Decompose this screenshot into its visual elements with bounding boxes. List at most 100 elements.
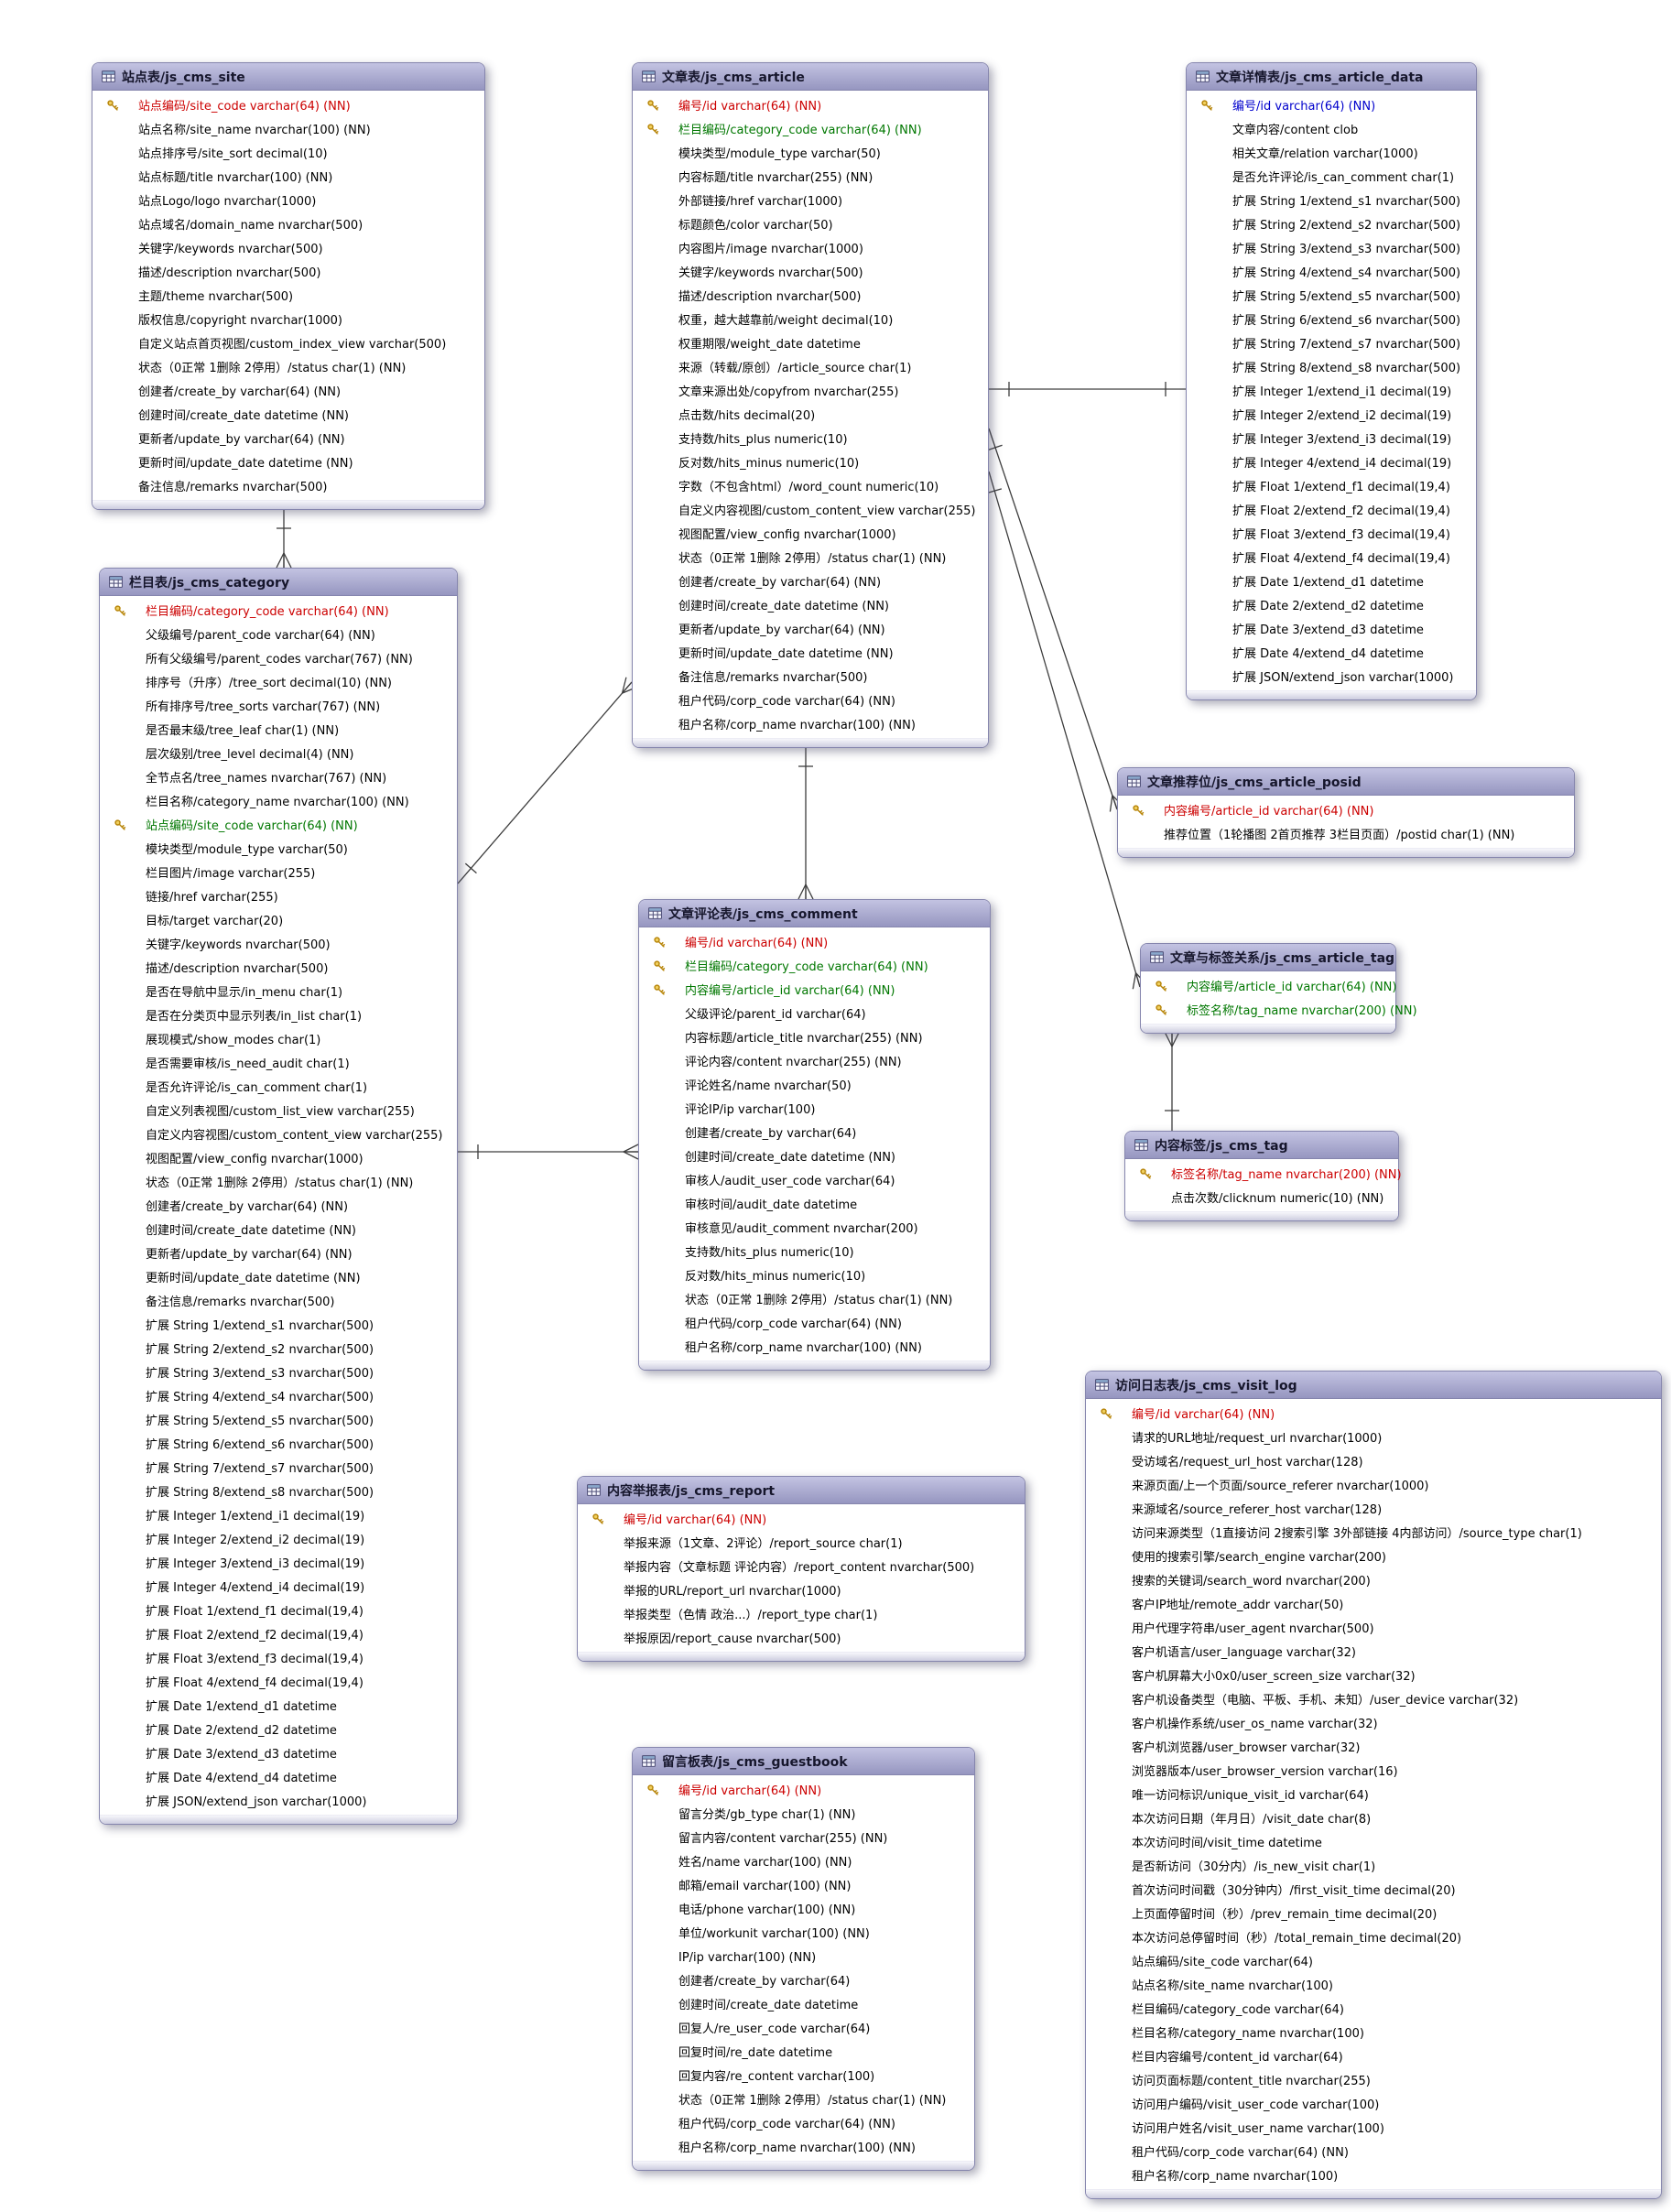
- field-row[interactable]: 客户机屏幕大小0x0/user_screen_size varchar(32): [1086, 1664, 1661, 1687]
- field-row[interactable]: 排序号（升序）/tree_sort decimal(10) (NN): [100, 670, 457, 694]
- field-row[interactable]: 扩展 Float 1/extend_f1 decimal(19,4): [1187, 474, 1476, 498]
- field-row[interactable]: 版权信息/copyright nvarchar(1000): [92, 308, 484, 331]
- field-row[interactable]: 扩展 String 7/extend_s7 nvarchar(500): [100, 1456, 457, 1480]
- field-row[interactable]: 扩展 String 8/extend_s8 nvarchar(500): [1187, 355, 1476, 379]
- field-row[interactable]: 编号/id varchar(64) (NN): [1187, 93, 1476, 117]
- field-row[interactable]: 状态（0正常 1删除 2停用）/status char(1) (NN): [92, 355, 484, 379]
- field-row[interactable]: 文章内容/content clob: [1187, 117, 1476, 141]
- entity-js_cms_report[interactable]: 内容举报表/js_cms_report 编号/id varchar(64) (N…: [577, 1476, 1025, 1662]
- entity-header[interactable]: 文章表/js_cms_article: [633, 63, 988, 91]
- field-row[interactable]: 是否需要审核/is_need_audit char(1): [100, 1051, 457, 1075]
- field-row[interactable]: 单位/workunit varchar(100) (NN): [633, 1921, 974, 1945]
- field-row[interactable]: 扩展 Float 3/extend_f3 decimal(19,4): [100, 1646, 457, 1670]
- field-row[interactable]: 扩展 Integer 2/extend_i2 decimal(19): [1187, 403, 1476, 427]
- field-row[interactable]: 扩展 JSON/extend_json varchar(1000): [1187, 665, 1476, 689]
- field-row[interactable]: 邮箱/email varchar(100) (NN): [633, 1873, 974, 1897]
- field-row[interactable]: 上页面停留时间（秒）/prev_remain_time decimal(20): [1086, 1902, 1661, 1925]
- field-row[interactable]: 访问用户编码/visit_user_code varchar(100): [1086, 2092, 1661, 2116]
- field-row[interactable]: 扩展 Date 4/extend_d4 datetime: [100, 1765, 457, 1789]
- field-row[interactable]: 用户代理字符串/user_agent nvarchar(500): [1086, 1616, 1661, 1640]
- field-row[interactable]: 本次访问总停留时间（秒）/total_remain_time decimal(2…: [1086, 1925, 1661, 1949]
- field-row[interactable]: 租户代码/corp_code varchar(64) (NN): [1086, 2140, 1661, 2163]
- field-row[interactable]: 扩展 Float 2/extend_f2 decimal(19,4): [1187, 498, 1476, 522]
- field-row[interactable]: 更新者/update_by varchar(64) (NN): [633, 617, 988, 641]
- field-row[interactable]: 扩展 String 5/extend_s5 nvarchar(500): [100, 1408, 457, 1432]
- field-row[interactable]: 扩展 Integer 4/extend_i4 decimal(19): [100, 1575, 457, 1599]
- field-row[interactable]: 是否在分类页中显示列表/in_list char(1): [100, 1003, 457, 1027]
- field-row[interactable]: 扩展 Date 3/extend_d3 datetime: [100, 1741, 457, 1765]
- field-row[interactable]: 扩展 String 3/extend_s3 nvarchar(500): [100, 1361, 457, 1384]
- field-row[interactable]: 扩展 Float 3/extend_f3 decimal(19,4): [1187, 522, 1476, 546]
- field-row[interactable]: 内容编号/article_id varchar(64) (NN): [1118, 798, 1574, 822]
- field-row[interactable]: 举报内容（文章标题 评论内容）/report_content nvarchar(…: [578, 1555, 1025, 1578]
- entity-header[interactable]: 访问日志表/js_cms_visit_log: [1086, 1372, 1661, 1399]
- field-row[interactable]: IP/ip varchar(100) (NN): [633, 1945, 974, 1968]
- field-row[interactable]: 自定义内容视图/custom_content_view varchar(255): [100, 1122, 457, 1146]
- field-row[interactable]: 更新者/update_by varchar(64) (NN): [100, 1242, 457, 1265]
- field-row[interactable]: 扩展 Integer 2/extend_i2 decimal(19): [100, 1527, 457, 1551]
- field-row[interactable]: 回复人/re_user_code varchar(64): [633, 2016, 974, 2040]
- entity-js_cms_article_posid[interactable]: 文章推荐位/js_cms_article_posid 内容编号/article_…: [1117, 767, 1575, 858]
- field-row[interactable]: 栏目名称/category_name nvarchar(100) (NN): [100, 789, 457, 813]
- field-row[interactable]: 链接/href varchar(255): [100, 884, 457, 908]
- entity-js_cms_site[interactable]: 站点表/js_cms_site 站点编码/site_code varchar(6…: [92, 62, 485, 510]
- field-row[interactable]: 内容标题/article_title nvarchar(255) (NN): [639, 1025, 990, 1049]
- field-row[interactable]: 内容编号/article_id varchar(64) (NN): [1141, 974, 1396, 998]
- field-row[interactable]: 所有排序号/tree_sorts varchar(767) (NN): [100, 694, 457, 718]
- field-row[interactable]: 创建时间/create_date datetime (NN): [92, 403, 484, 427]
- field-row[interactable]: 父级评论/parent_id varchar(64): [639, 1002, 990, 1025]
- relationship-js_cms_article--js_cms_article_posid[interactable]: [988, 428, 1118, 810]
- entity-header[interactable]: 文章推荐位/js_cms_article_posid: [1118, 768, 1574, 796]
- field-row[interactable]: 创建者/create_by varchar(64): [633, 1968, 974, 1992]
- field-row[interactable]: 状态（0正常 1删除 2停用）/status char(1) (NN): [633, 2087, 974, 2111]
- field-row[interactable]: 关键字/keywords nvarchar(500): [92, 236, 484, 260]
- field-row[interactable]: 是否允许评论/is_can_comment char(1): [100, 1075, 457, 1099]
- field-row[interactable]: 层次级别/tree_level decimal(4) (NN): [100, 742, 457, 765]
- field-row[interactable]: 客户IP地址/remote_addr varchar(50): [1086, 1592, 1661, 1616]
- field-row[interactable]: 来源（转载/原创）/article_source char(1): [633, 355, 988, 379]
- field-row[interactable]: 举报类型（色情 政治...）/report_type char(1): [578, 1602, 1025, 1626]
- field-row[interactable]: 扩展 Integer 1/extend_i1 decimal(19): [100, 1503, 457, 1527]
- field-row[interactable]: 内容编号/article_id varchar(64) (NN): [639, 978, 990, 1002]
- field-row[interactable]: 站点名称/site_name nvarchar(100) (NN): [92, 117, 484, 141]
- field-row[interactable]: 状态（0正常 1删除 2停用）/status char(1) (NN): [100, 1170, 457, 1194]
- field-row[interactable]: 评论IP/ip varchar(100): [639, 1097, 990, 1121]
- field-row[interactable]: 搜索的关键词/search_word nvarchar(200): [1086, 1568, 1661, 1592]
- field-row[interactable]: 姓名/name varchar(100) (NN): [633, 1849, 974, 1873]
- field-row[interactable]: 扩展 String 2/extend_s2 nvarchar(500): [100, 1337, 457, 1361]
- field-row[interactable]: 栏目编码/category_code varchar(64) (NN): [639, 954, 990, 978]
- field-row[interactable]: 自定义列表视图/custom_list_view varchar(255): [100, 1099, 457, 1122]
- entity-header[interactable]: 栏目表/js_cms_category: [100, 569, 457, 596]
- field-row[interactable]: 创建者/create_by varchar(64) (NN): [633, 569, 988, 593]
- field-row[interactable]: 审核意见/audit_comment nvarchar(200): [639, 1216, 990, 1240]
- entity-header[interactable]: 内容举报表/js_cms_report: [578, 1477, 1025, 1504]
- field-row[interactable]: 状态（0正常 1删除 2停用）/status char(1) (NN): [639, 1287, 990, 1311]
- field-row[interactable]: 全节点名/tree_names nvarchar(767) (NN): [100, 765, 457, 789]
- field-row[interactable]: 举报的URL/report_url nvarchar(1000): [578, 1578, 1025, 1602]
- field-row[interactable]: 评论内容/content nvarchar(255) (NN): [639, 1049, 990, 1073]
- field-row[interactable]: 扩展 String 3/extend_s3 nvarchar(500): [1187, 236, 1476, 260]
- field-row[interactable]: 反对数/hits_minus numeric(10): [633, 450, 988, 474]
- field-row[interactable]: 租户代码/corp_code varchar(64) (NN): [633, 689, 988, 712]
- field-row[interactable]: 是否允许评论/is_can_comment char(1): [1187, 165, 1476, 189]
- entity-js_cms_article_tag[interactable]: 文章与标签关系/js_cms_article_tag 内容编号/article_…: [1140, 943, 1417, 1034]
- field-row[interactable]: 标题颜色/color varchar(50): [633, 212, 988, 236]
- field-row[interactable]: 父级编号/parent_code varchar(64) (NN): [100, 623, 457, 646]
- field-row[interactable]: 标签名称/tag_name nvarchar(200) (NN): [1125, 1162, 1402, 1186]
- field-row[interactable]: 扩展 Integer 3/extend_i3 decimal(19): [1187, 427, 1476, 450]
- field-row[interactable]: 站点Logo/logo nvarchar(1000): [92, 189, 484, 212]
- field-row[interactable]: 视图配置/view_config nvarchar(1000): [100, 1146, 457, 1170]
- field-row[interactable]: 租户名称/corp_name nvarchar(100) (NN): [639, 1335, 990, 1359]
- entity-header[interactable]: 留言板表/js_cms_guestbook: [633, 1748, 974, 1775]
- field-row[interactable]: 站点名称/site_name nvarchar(100): [1086, 1973, 1661, 1997]
- entity-header[interactable]: 站点表/js_cms_site: [92, 63, 484, 91]
- field-row[interactable]: 客户机语言/user_language varchar(32): [1086, 1640, 1661, 1664]
- entity-header[interactable]: 内容标签/js_cms_tag: [1125, 1132, 1398, 1159]
- field-row[interactable]: 创建者/create_by varchar(64) (NN): [100, 1194, 457, 1218]
- field-row[interactable]: 租户代码/corp_code varchar(64) (NN): [639, 1311, 990, 1335]
- field-row[interactable]: 扩展 Integer 3/extend_i3 decimal(19): [100, 1551, 457, 1575]
- field-row[interactable]: 扩展 Date 1/extend_d1 datetime: [1187, 569, 1476, 593]
- field-row[interactable]: 描述/description nvarchar(500): [633, 284, 988, 308]
- field-row[interactable]: 创建时间/create_date datetime (NN): [100, 1218, 457, 1242]
- field-row[interactable]: 更新时间/update_date datetime (NN): [100, 1265, 457, 1289]
